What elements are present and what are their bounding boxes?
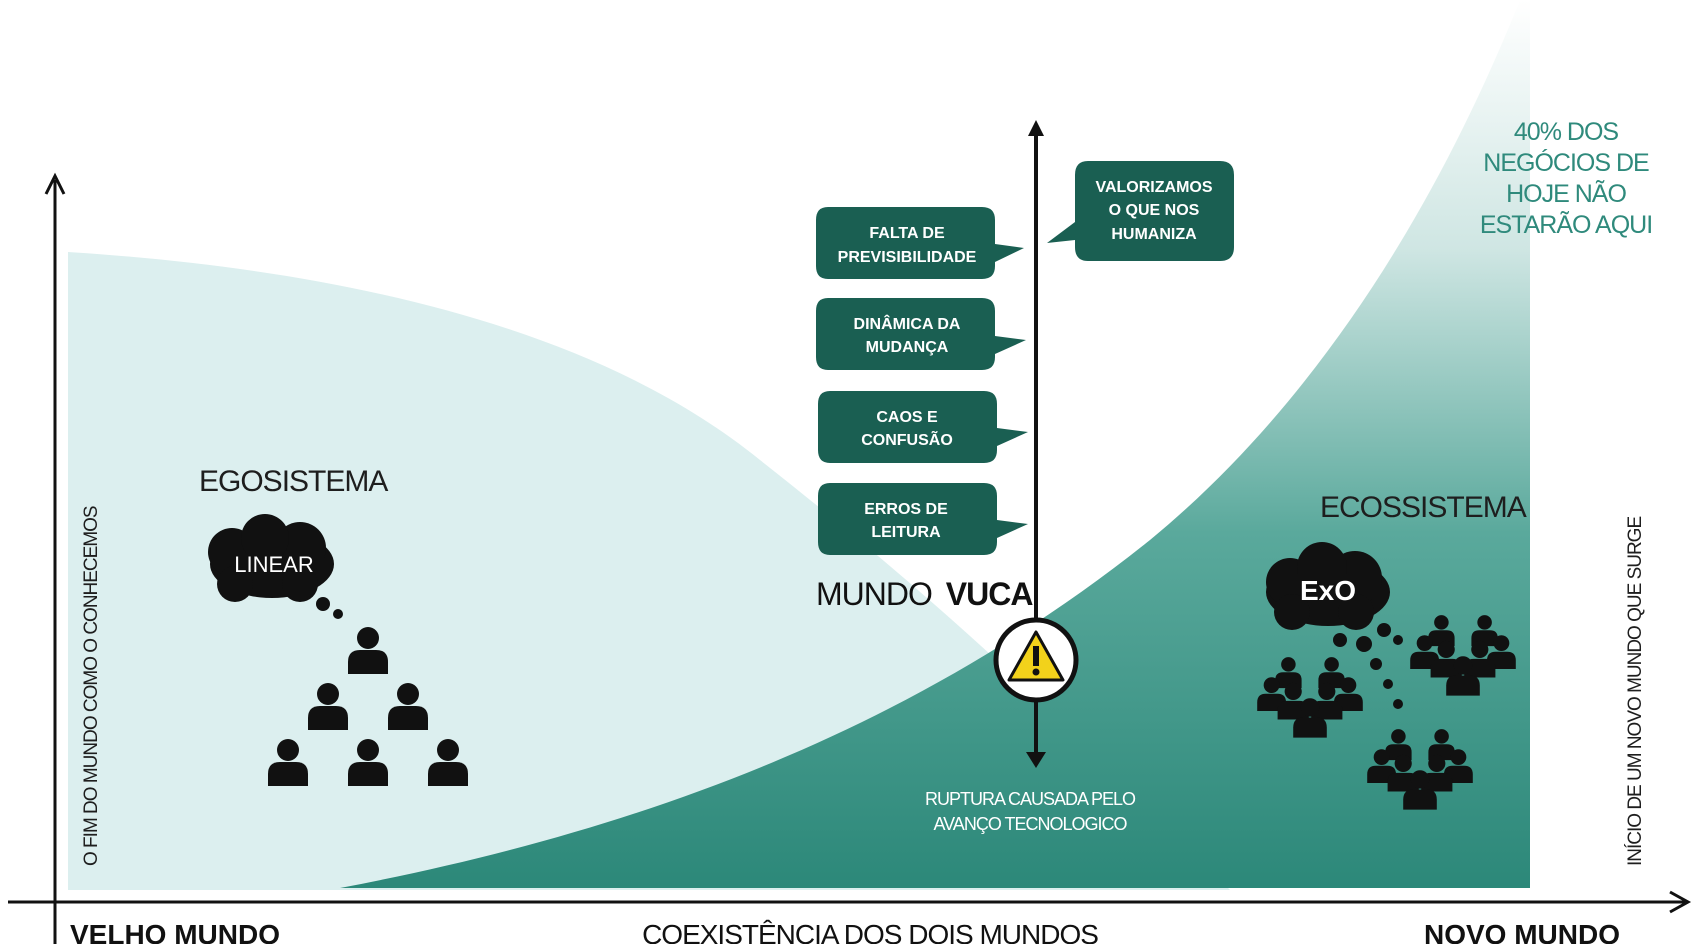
right-axis-label: INÍCIO DE UM NOVO MUNDO QUE SURGE xyxy=(1625,517,1646,866)
bubble-erros-leitura: ERROS DE LEITURA xyxy=(818,483,1028,555)
bubble-dinamica-mudanca: DINÂMICA DA MUDANÇA xyxy=(816,298,1026,370)
bubble-text-line3: HUMANIZA xyxy=(1111,226,1197,243)
bubble-text-line2: O QUE NOS xyxy=(1109,202,1200,219)
ruptura-line2: AVANÇO TECNOLOGICO xyxy=(933,814,1127,834)
ruptura-line1: RUPTURA CAUSADA PELO xyxy=(925,789,1136,809)
label-novo-mundo: NOVO MUNDO xyxy=(1424,919,1620,944)
bubble-caos-confusao: CAOS E CONFUSÃO xyxy=(818,391,1028,463)
bubble-valorizamos-humaniza: VALORIZAMOS O QUE NOS HUMANIZA xyxy=(1047,161,1234,261)
mundo-vuca-title: MUNDO VUCA xyxy=(816,576,1033,612)
bubble-text-line2: LEITURA xyxy=(871,524,941,541)
bubble-text-line2: MUDANÇA xyxy=(866,339,949,356)
bubble-text-line1: ERROS DE xyxy=(864,501,948,518)
vuca-axis-arrow-up xyxy=(1028,120,1044,136)
stat-line-3: HOJE NÃO xyxy=(1506,179,1626,208)
linear-label: LINEAR xyxy=(234,552,313,577)
stat-line-2: NEGÓCIOS DE xyxy=(1483,148,1649,177)
bubble-text-line1: VALORIZAMOS xyxy=(1095,179,1212,196)
mundo-label: MUNDO xyxy=(816,576,932,612)
stat-line-4: ESTARÃO AQUI xyxy=(1480,210,1652,239)
bubble-text-line1: CAOS E xyxy=(876,409,938,426)
exo-thought-cloud: ExO xyxy=(1266,542,1403,709)
vuca-label: VUCA xyxy=(946,576,1034,612)
linear-thought-cloud: LINEAR xyxy=(208,514,343,619)
warning-icon xyxy=(993,617,1079,703)
left-axis-label: O FIM DO MUNDO COMO O CONHECEMOS xyxy=(81,506,102,866)
bubble-text-line2: PREVISIBILIDADE xyxy=(838,249,977,266)
egosistema-title: EGOSISTEMA xyxy=(199,465,388,498)
stat-line-1: 40% DOS xyxy=(1514,118,1618,146)
x-axis-arrow xyxy=(1669,890,1692,914)
vuca-axis-arrow-down xyxy=(1026,752,1046,768)
bubble-text-line2: CONFUSÃO xyxy=(861,429,953,449)
stat-text: 40% DOS NEGÓCIOS DE HOJE NÃO ESTARÃO AQU… xyxy=(1480,118,1653,239)
y-axis-arrow xyxy=(44,172,66,195)
exo-label: ExO xyxy=(1300,575,1356,606)
label-velho-mundo: VELHO MUNDO xyxy=(70,919,280,944)
ecossistema-title: ECOSSISTEMA xyxy=(1320,491,1527,524)
bubble-text-line1: FALTA DE xyxy=(869,225,945,242)
bubble-text-line1: DINÂMICA DA xyxy=(854,314,961,333)
bubble-falta-previsibilidade: FALTA DE PREVISIBILIDADE xyxy=(816,207,1024,279)
label-coexistencia: COEXISTÊNCIA DOS DOIS MUNDOS xyxy=(642,919,1098,944)
